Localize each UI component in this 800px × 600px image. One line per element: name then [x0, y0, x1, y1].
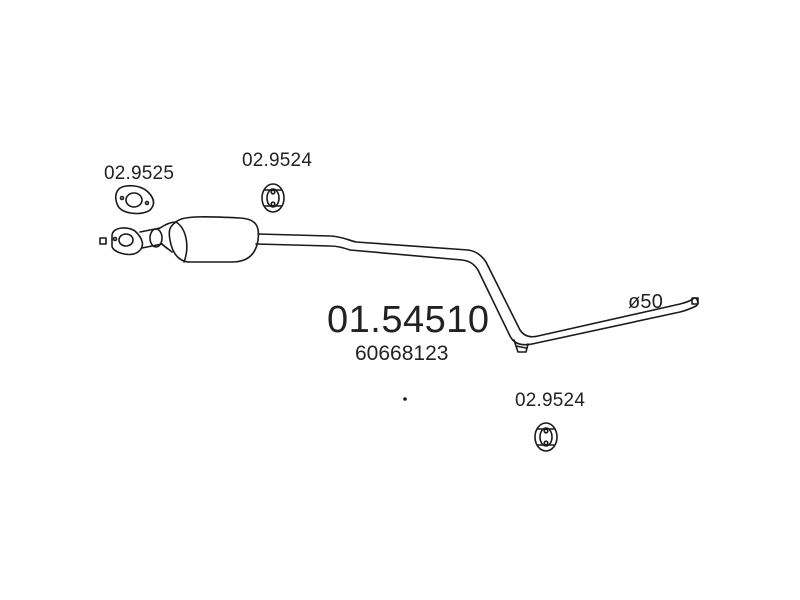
rear-pipe	[255, 233, 697, 346]
rubber-hanger-icon	[534, 422, 558, 452]
front-pipe-opening	[149, 228, 163, 248]
hanger-top-code-label: 02.9524	[242, 150, 313, 171]
hanger-bracket	[513, 339, 529, 353]
part-number: 01.54510	[327, 299, 490, 341]
rubber-hanger-icon	[261, 183, 285, 213]
gasket-code-label: 02.9525	[104, 163, 175, 184]
hanger-bottom-code-label: 02.9524	[515, 390, 586, 411]
dot-mark	[403, 397, 407, 401]
front-pipe	[139, 227, 163, 249]
diameter-label: ø50	[628, 291, 664, 313]
middle-silencer	[159, 216, 260, 263]
pipe-end-marker-icon	[691, 297, 699, 305]
pipe-end-marker-icon	[99, 237, 107, 245]
gasket-icon	[114, 184, 155, 215]
oem-number: 60668123	[355, 342, 449, 365]
front-flange	[111, 227, 144, 256]
